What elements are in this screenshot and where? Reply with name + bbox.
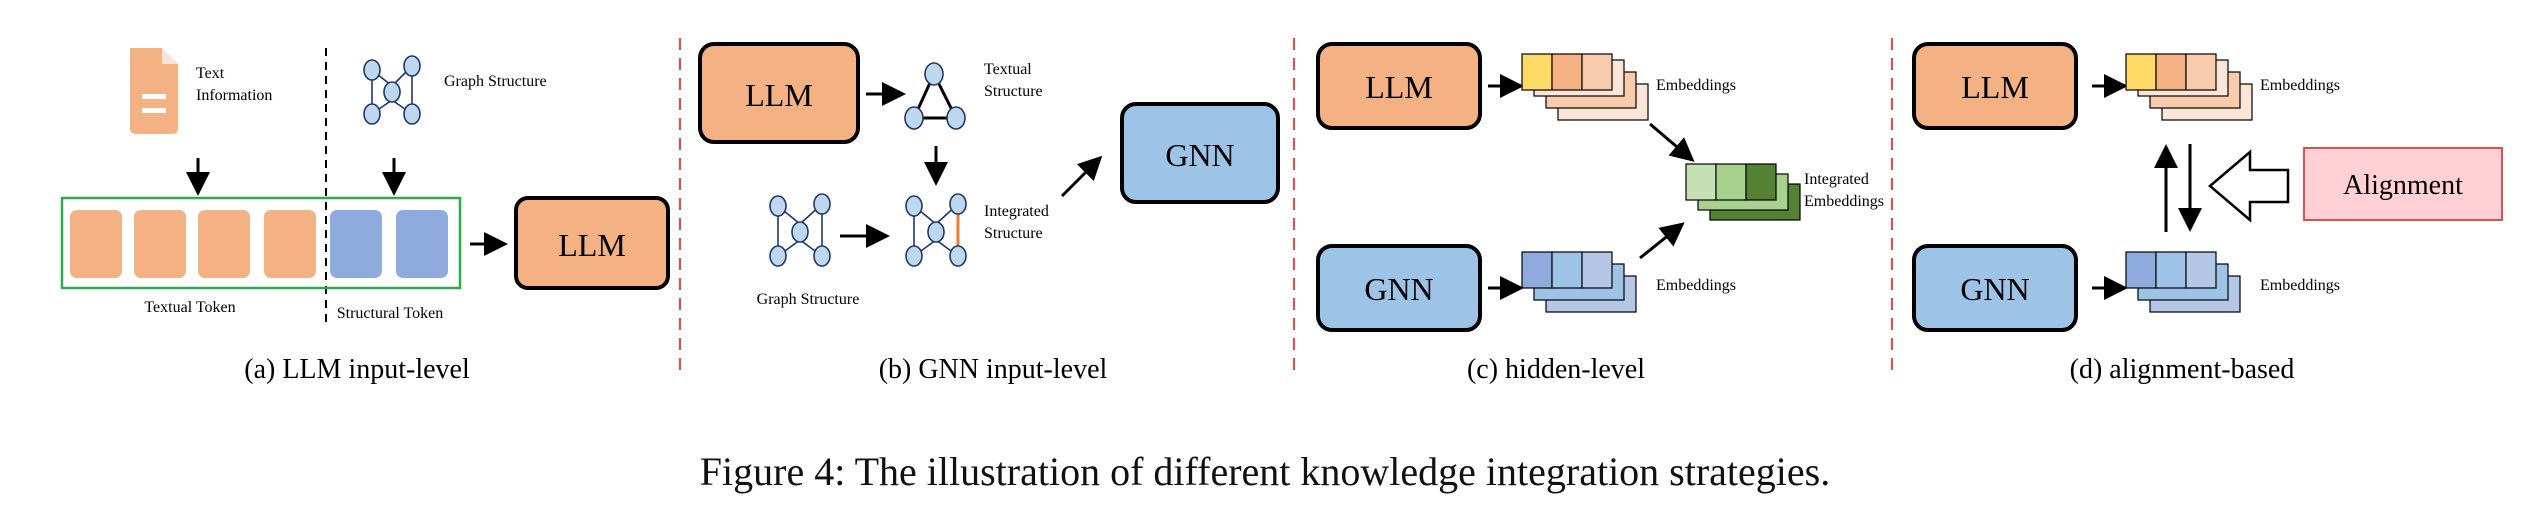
figure-caption: Figure 4: The illustration of different … bbox=[699, 449, 1831, 494]
llm-embeddings-stack-c bbox=[1521, 53, 1649, 121]
integrated-structure-label-2: Structure bbox=[984, 225, 1043, 242]
structural-token bbox=[396, 210, 448, 278]
panel-a: Text Information Graph Structure bbox=[60, 48, 670, 385]
panel-d: LLM Embeddings Alignment GNN Embeddi bbox=[1912, 42, 2503, 385]
integrated-embeddings-label-1: Integrated bbox=[1804, 171, 1869, 188]
gnn-box-c bbox=[1316, 244, 1482, 332]
arrow-llm-emb-to-integrated bbox=[1649, 122, 1695, 162]
integrated-structure-graph bbox=[905, 193, 967, 267]
integrated-structure-label-1: Integrated bbox=[984, 203, 1049, 220]
textual-token bbox=[264, 210, 316, 278]
textual-token bbox=[198, 210, 250, 278]
llm-box-a bbox=[514, 196, 670, 290]
token-container bbox=[60, 196, 462, 290]
gnn-embeddings-stack-c bbox=[1521, 251, 1637, 313]
textual-structure-graph bbox=[904, 62, 966, 130]
embeddings-label-c-bottom: Embeddings bbox=[1656, 277, 1736, 294]
textual-structure-label-1: Textual bbox=[984, 61, 1032, 78]
arrow-to-gnn-b bbox=[1060, 155, 1103, 198]
alignment-box bbox=[2303, 147, 2503, 221]
caption-b: (b) GNN input-level bbox=[879, 354, 1108, 385]
gnn-label-c: GNN bbox=[1364, 271, 1433, 307]
integrated-embeddings-stack bbox=[1685, 163, 1801, 221]
structural-token-label: Structural Token bbox=[337, 305, 444, 322]
embeddings-label-d-top: Embeddings bbox=[2260, 77, 2340, 94]
caption-a: (a) LLM input-level bbox=[244, 354, 470, 385]
textual-token bbox=[134, 210, 186, 278]
llm-box-d bbox=[1912, 42, 2078, 130]
caption-d: (d) alignment-based bbox=[2070, 354, 2295, 385]
llm-label-c: LLM bbox=[1365, 69, 1433, 105]
graph-structure-label: Graph Structure bbox=[444, 73, 547, 90]
llm-label-a: LLM bbox=[558, 227, 626, 263]
llm-label-b: LLM bbox=[745, 77, 813, 113]
graph-structure-b-label: Graph Structure bbox=[757, 291, 860, 308]
gnn-label-d: GNN bbox=[1960, 271, 2029, 307]
gnn-box-b bbox=[1120, 102, 1280, 204]
document-icon bbox=[130, 48, 178, 134]
embeddings-label-c-top: Embeddings bbox=[1656, 77, 1736, 94]
graph-icon bbox=[363, 55, 421, 125]
textual-structure-label-2: Structure bbox=[984, 83, 1043, 100]
embeddings-label-d-bottom: Embeddings bbox=[2260, 277, 2340, 294]
textual-token-label: Textual Token bbox=[144, 299, 235, 316]
graph-structure-b-icon bbox=[769, 193, 831, 267]
hollow-arrow-icon bbox=[2208, 149, 2290, 223]
text-info-label-1: Text bbox=[196, 65, 225, 82]
llm-box-b bbox=[698, 42, 860, 144]
gnn-label-b: GNN bbox=[1165, 137, 1234, 173]
gnn-box-d bbox=[1912, 244, 2078, 332]
panel-c: LLM Embeddings Integrated Embeddings GNN bbox=[1316, 42, 1884, 385]
arrow-gnn-emb-to-integrated bbox=[1639, 222, 1685, 260]
llm-embeddings-stack-d bbox=[2125, 53, 2253, 121]
integrated-embeddings-label-2: Embeddings bbox=[1804, 193, 1884, 210]
text-info-label-2: Information bbox=[196, 87, 272, 104]
llm-box-c bbox=[1316, 42, 1482, 130]
textual-token bbox=[70, 210, 122, 278]
panel-b: LLM Textual Structure bbox=[698, 42, 1280, 385]
gnn-embeddings-stack-d bbox=[2125, 251, 2241, 313]
caption-c: (c) hidden-level bbox=[1467, 354, 1645, 385]
llm-label-d: LLM bbox=[1961, 69, 2029, 105]
structural-token bbox=[330, 210, 382, 278]
alignment-label: Alignment bbox=[2343, 170, 2463, 201]
